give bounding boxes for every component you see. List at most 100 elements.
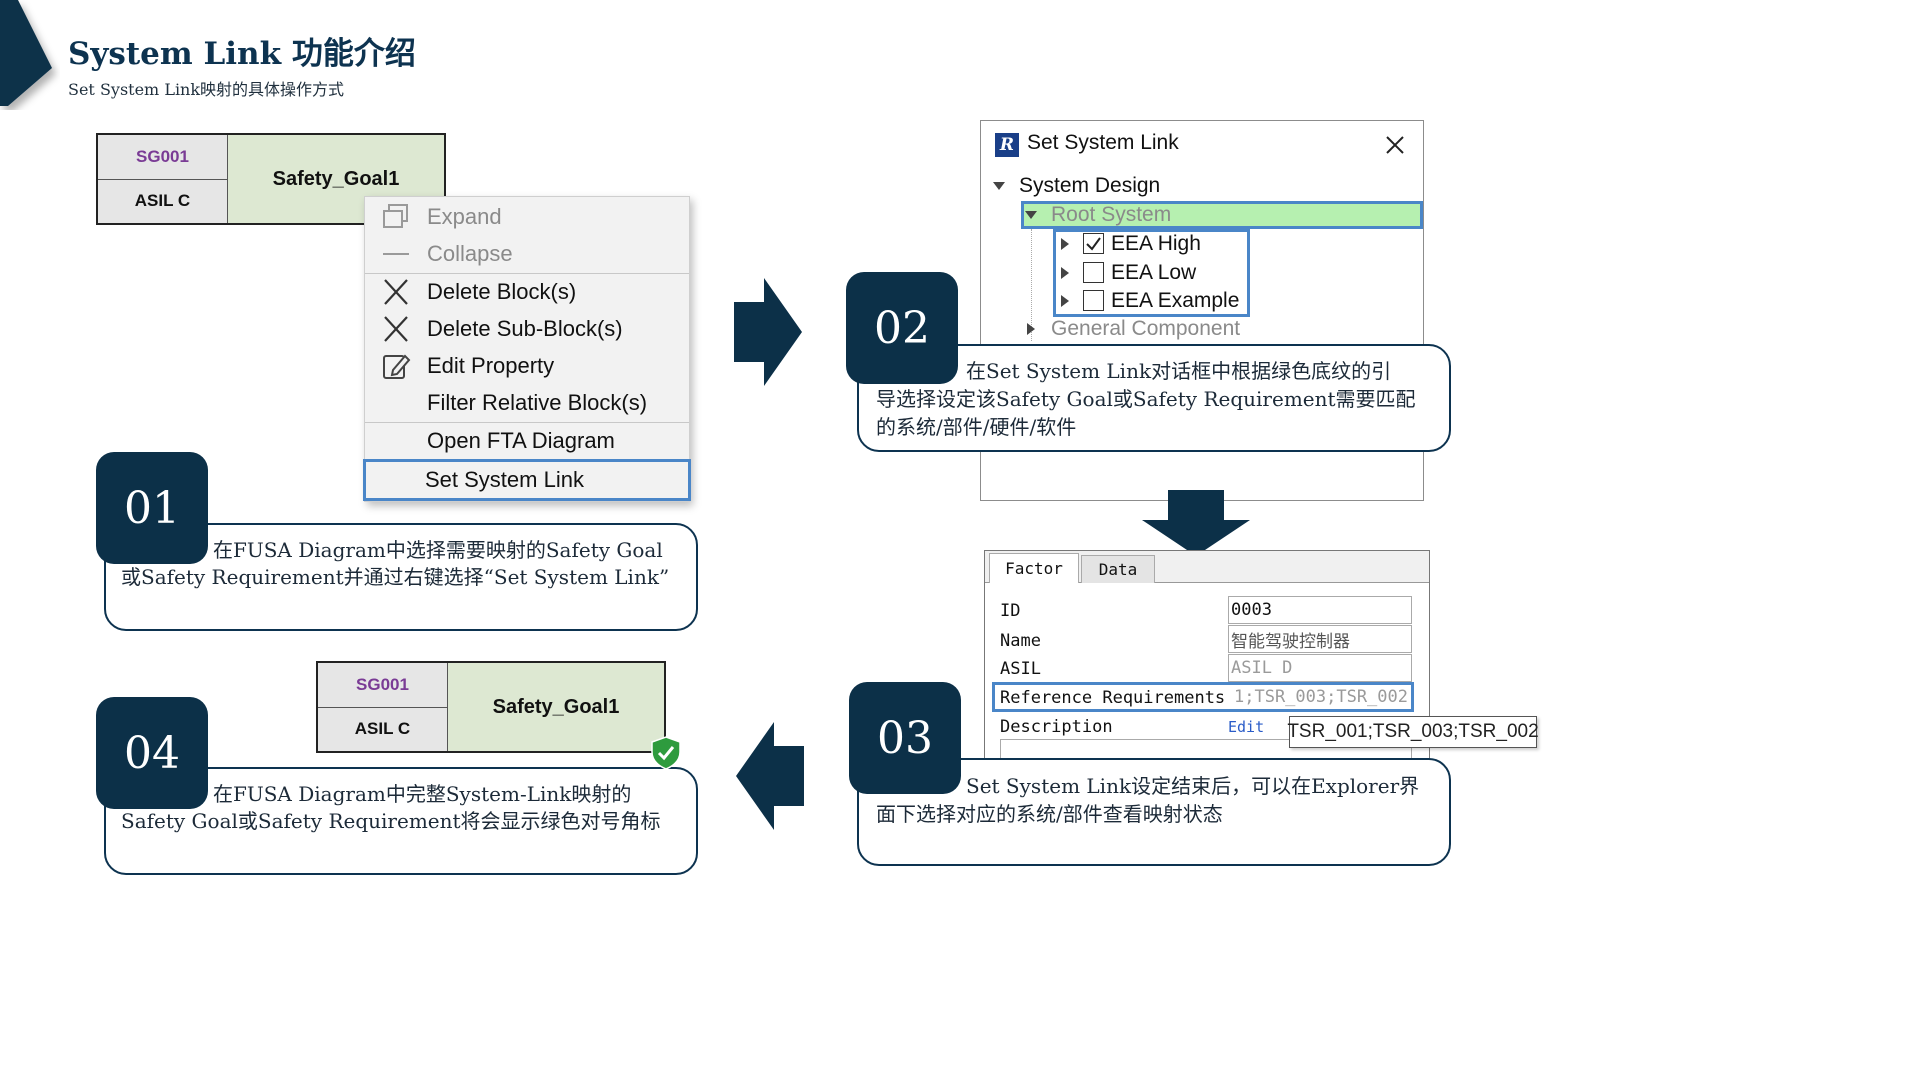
tab-data[interactable]: Data [1081,555,1155,583]
property-label-name: Name [1000,631,1041,651]
step-02-text-line1: 在Set System Link对话框中根据绿色底纹的引 [966,359,1392,383]
step-03-badge: 03 [849,682,961,794]
arrow-left-icon [736,722,804,830]
collapse-icon [365,236,427,272]
tree-node-root-system-row: Root System [1025,201,1171,229]
step-02-text-line3: 的系统/部件/硬件/软件 [876,415,1077,439]
tree-guide-line [1031,229,1032,341]
menu-item-label: Open FTA Diagram [427,428,615,453]
description-textarea[interactable] [1000,739,1412,759]
safety-goal-name: Safety_Goal1 [228,135,444,223]
menu-separator [365,273,689,274]
step-03-text-line2: 面下选择对应的系统/部件查看映射状态 [876,802,1223,826]
tree-node-eea-high[interactable]: EEA High [1061,229,1201,258]
arrow-right-icon [734,278,802,386]
green-check-shield-icon [651,736,681,770]
menu-item-delete-sub-blocks[interactable]: Delete Sub-Block(s) [365,311,689,347]
menu-item-label: Set System Link [425,467,584,492]
safety-goal-id: SG001 [98,135,227,180]
menu-item-label: Delete Sub-Block(s) [427,316,623,341]
menu-item-label: Collapse [427,241,513,266]
expand-arrow-icon[interactable] [1061,266,1069,279]
safety-goal-block-linked[interactable]: SG001 ASIL C Safety_Goal1 [316,661,666,753]
menu-item-label: Expand [427,204,502,229]
step-04-text-line2: Safety Goal或Safety Requirement将会显示绿色对号角标 [121,809,661,833]
description-edit-link[interactable]: Edit [1228,718,1265,736]
menu-item-collapse[interactable]: Collapse [365,236,689,272]
close-icon[interactable] [1383,133,1407,157]
tree-node-label: General Component [1051,317,1241,340]
menu-item-open-fta-diagram[interactable]: Open FTA Diagram [365,423,689,459]
step-04-text-line1: 在FUSA Diagram中完整System-Link映射的 [213,782,632,806]
expand-arrow-icon[interactable] [1061,237,1069,250]
property-value-asil[interactable]: ASIL D [1228,654,1412,682]
property-label-reference-requirements: Reference Requirements [1000,688,1226,708]
check-icon [1086,237,1101,251]
menu-icon-slot [365,385,427,421]
property-label-asil: ASIL [1000,659,1041,679]
expand-arrow-icon[interactable] [1061,294,1069,307]
tree-node-system-design[interactable]: System Design [993,172,1160,200]
step-02-badge: 02 [846,272,958,384]
delete-icon [365,274,427,310]
safety-goal-asil: ASIL C [354,719,411,739]
step-04-badge: 04 [96,697,208,809]
menu-item-label: Filter Relative Block(s) [427,390,648,415]
tree-node-eea-example[interactable]: EEA Example [1061,286,1239,315]
checkbox-eea-low[interactable] [1083,262,1104,283]
expand-arrow-icon[interactable] [1027,323,1035,335]
edit-icon [365,348,427,384]
menu-icon-slot [366,462,425,498]
menu-item-expand[interactable]: Expand [365,199,689,235]
menu-item-set-system-link[interactable]: Set System Link [363,459,691,501]
tree-node-general-component[interactable]: General Component [1027,315,1240,343]
menu-item-edit-property[interactable]: Edit Property [365,348,689,384]
app-logo-icon: R [995,133,1019,157]
menu-item-filter-relative-blocks[interactable]: Filter Relative Block(s) [365,385,689,421]
tree-children-highlight [1053,229,1250,317]
property-value-id[interactable]: 0003 [1228,596,1412,624]
safety-goal-block[interactable]: SG001 ASIL C Safety_Goal1 [96,133,446,225]
menu-separator [365,422,689,423]
tree-node-root-system[interactable] [1021,201,1423,229]
step-01-text-line2: 或Safety Requirement并通过右键选择“Set System Li… [121,565,670,589]
tree-node-eea-low[interactable]: EEA Low [1061,258,1196,287]
page-subtitle: Set System Link映射的具体操作方式 [68,80,345,99]
step-01-text-line1: 在FUSA Diagram中选择需要映射的Safety Goal [213,538,663,562]
expand-arrow-icon[interactable] [993,182,1005,190]
context-menu: Expand Collapse Delete Block(s) Delete S… [363,196,691,502]
property-label-id: ID [1000,601,1021,621]
corner-decoration [0,0,52,106]
checkbox-eea-high[interactable] [1083,233,1104,254]
menu-item-label: Edit Property [427,353,555,378]
expand-arrow-icon[interactable] [1025,211,1037,219]
property-value-reference-requirements[interactable]: 1;TSR_003;TSR_002 [1228,685,1410,709]
tree-node-label: Root System [1051,203,1172,226]
property-panel: Factor Data ID 0003 Name 智能驾驶控制器 ASIL AS… [984,550,1430,760]
safety-goal-id: SG001 [318,663,447,708]
safety-goal-meta: SG001 ASIL C [318,663,448,751]
expand-icon [365,199,427,235]
dialog-title: Set System Link [1027,131,1179,154]
menu-icon-slot [365,423,427,459]
dialog-titlebar: R Set System Link [981,121,1423,167]
safety-goal-asil: ASIL C [134,191,191,211]
safety-goal-meta: SG001 ASIL C [98,135,228,223]
step-03-text-line1: Set System Link设定结束后，可以在Explorer界 [966,774,1420,798]
safety-goal-name: Safety_Goal1 [448,663,664,751]
menu-item-label: Delete Block(s) [427,279,577,304]
tab-factor[interactable]: Factor [989,553,1079,583]
step-01-badge: 01 [96,452,208,564]
property-value-name[interactable]: 智能驾驶控制器 [1228,625,1412,653]
menu-item-delete-blocks[interactable]: Delete Block(s) [365,274,689,310]
tree-node-label: EEA Low [1111,260,1197,284]
reference-requirements-highlight [992,682,1414,712]
checkbox-eea-example[interactable] [1083,290,1104,311]
property-tabs: Factor Data [985,551,1429,583]
page-title: System Link 功能介绍 [68,36,416,72]
tree-node-label: EEA High [1111,231,1201,255]
tree-node-label: System Design [1019,174,1161,197]
step-02-text-line2: 导选择设定该Safety Goal或Safety Requirement需要匹配 [876,387,1416,411]
arrow-down-icon [1142,490,1250,556]
delete-icon [365,311,427,347]
